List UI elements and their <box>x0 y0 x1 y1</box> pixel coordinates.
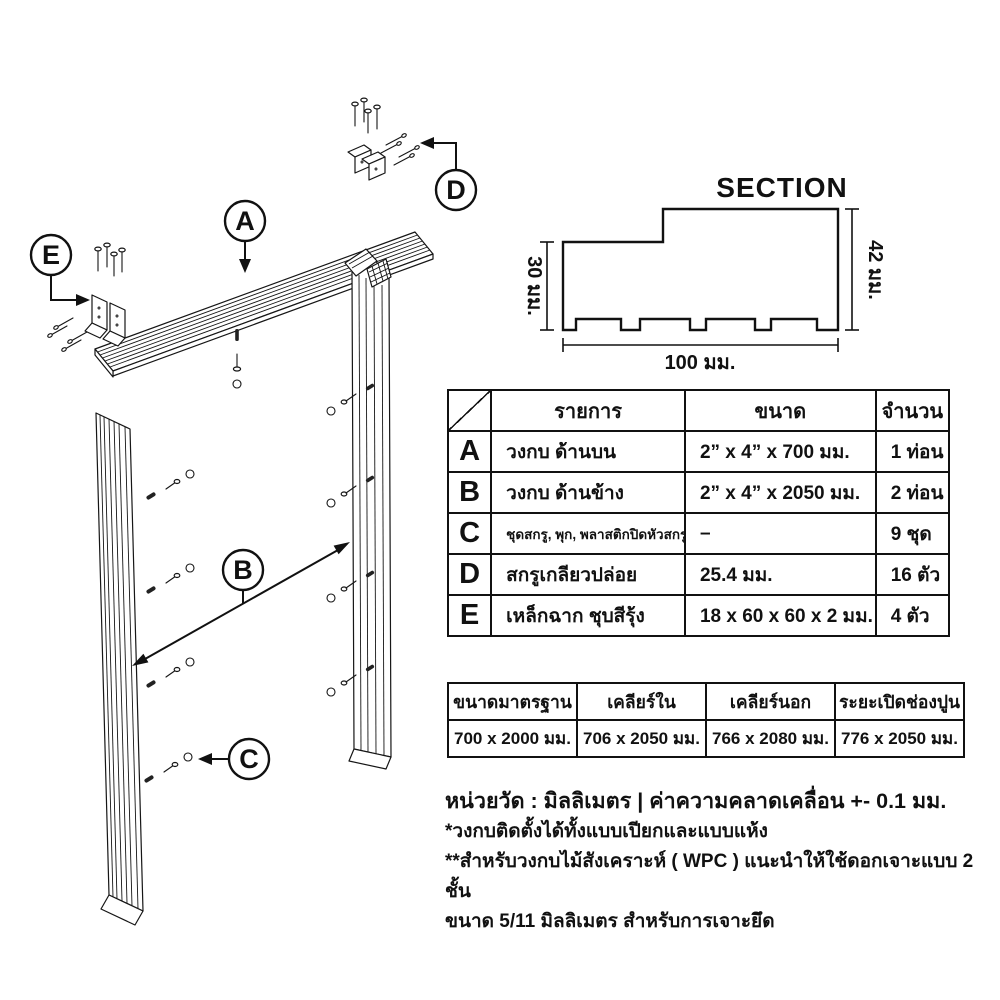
dimension-left: 30 มม. <box>523 241 554 331</box>
part-size: 18 x 60 x 60 x 2 มม. <box>683 594 877 637</box>
fastener-set <box>146 563 195 594</box>
header-qty: จำนวน <box>874 389 951 432</box>
part-size: 25.4 มม. <box>683 553 877 596</box>
bracket-set-e <box>47 242 126 352</box>
dims-value: 776 x 2050 มม. <box>834 719 965 758</box>
parts-header-row: รายการ ขนาด จำนวน <box>446 389 951 432</box>
part-qty: 4 ตัว <box>874 594 951 637</box>
header-item: รายการ <box>490 389 686 432</box>
fastener-set <box>326 475 375 508</box>
fastener-set <box>326 570 375 603</box>
note-drill-size: ขนาด 5/11 มิลลิเมตร สำหรับการเจาะยึด <box>445 911 775 932</box>
part-size: 2” x 4” x 700 มม. <box>683 430 877 473</box>
label-e-text: E <box>42 240 60 270</box>
part-key: C <box>446 512 493 555</box>
part-qty: 9 ชุด <box>874 512 951 555</box>
part-qty: 2 ท่อน <box>874 471 951 514</box>
fastener-sets-right <box>326 383 375 697</box>
label-c-text: C <box>239 744 259 774</box>
part-key: D <box>446 553 493 596</box>
label-a: A <box>223 199 267 273</box>
part-name: เหล็กฉาก ชุบสีรุ้ง <box>490 594 686 637</box>
section-title: SECTION <box>716 172 847 203</box>
label-d-text: D <box>446 175 466 205</box>
part-key: E <box>446 594 493 637</box>
dims-value-row: 700 x 2000 มม. 706 x 2050 มม. 766 x 2080… <box>447 719 965 758</box>
part-key: B <box>446 471 493 514</box>
notes: หน่วยวัด : มิลลิเมตร | ค่าความคลาดเคลื่อ… <box>445 786 975 937</box>
dim-bottom-text: 100 มม. <box>665 352 736 374</box>
dims-header: ระยะเปิดช่องปูน <box>834 682 965 721</box>
dims-header: เคลียร์ใน <box>576 682 707 721</box>
dims-value: 766 x 2080 มม. <box>705 719 836 758</box>
note-units: หน่วยวัด : มิลลิเมตร | ค่าความคลาดเคลื่อ… <box>445 789 947 813</box>
table-row: A วงกบ ด้านบน 2” x 4” x 700 มม. 1 ท่อน <box>446 430 951 473</box>
dim-right-text: 42 มม. <box>864 240 886 300</box>
part-qty: 1 ท่อน <box>874 430 951 473</box>
fastener-set <box>326 383 375 416</box>
section-profile <box>561 207 840 332</box>
fastener-set <box>144 752 193 783</box>
dims-header: ขนาดมาตรฐาน <box>447 682 578 721</box>
fastener-set-top <box>232 329 242 389</box>
label-a-text: A <box>235 206 255 236</box>
fastener-sets-left <box>144 469 195 783</box>
parts-table: รายการ ขนาด จำนวน A วงกบ ด้านบน 2” x 4” … <box>446 389 951 637</box>
label-b: B <box>132 542 350 666</box>
part-size: 2” x 4” x 2050 มม. <box>683 471 877 514</box>
table-row: E เหล็กฉาก ชุบสีรุ้ง 18 x 60 x 60 x 2 มม… <box>446 594 951 637</box>
dim-left-text: 30 มม. <box>523 256 545 316</box>
fastener-set <box>326 664 375 697</box>
diagonal-cell <box>446 389 493 432</box>
section-drawing: SECTION 100 มม. 42 มม. 30 มม. <box>523 172 886 374</box>
dimensions-table: ขนาดมาตรฐาน เคลียร์ใน เคลียร์นอก ระยะเปิ… <box>447 682 965 758</box>
dims-value: 706 x 2050 มม. <box>576 719 707 758</box>
dimension-right: 42 มม. <box>845 208 886 331</box>
part-key: A <box>446 430 493 473</box>
part-name: วงกบ ด้านบน <box>490 430 686 473</box>
note-install: *วงกบติดตั้งได้ทั้งแบบเปียกและแบบแห้ง <box>445 821 768 842</box>
part-qty: 16 ตัว <box>874 553 951 596</box>
label-e: E <box>29 233 90 306</box>
label-d: D <box>420 137 478 212</box>
table-row: C ชุดสกรู, พุก, พลาสติกปิดหัวสกรู – 9 ชุ… <box>446 512 951 555</box>
fastener-set <box>146 657 195 688</box>
dims-header-row: ขนาดมาตรฐาน เคลียร์ใน เคลียร์นอก ระยะเปิ… <box>447 682 965 721</box>
part-name: ชุดสกรู, พุก, พลาสติกปิดหัวสกรู <box>490 512 686 555</box>
part-size: – <box>683 512 877 555</box>
dims-header: เคลียร์นอก <box>705 682 836 721</box>
dimension-bottom: 100 มม. <box>562 338 839 374</box>
table-row: B วงกบ ด้านข้าง 2” x 4” x 2050 มม. 2 ท่อ… <box>446 471 951 514</box>
dims-value: 700 x 2000 มม. <box>447 719 578 758</box>
label-b-text: B <box>233 555 253 585</box>
header-size: ขนาด <box>683 389 877 432</box>
hatched-end-face <box>366 258 392 288</box>
table-row: D สกรูเกลียวปล่อย 25.4 มม. 16 ตัว <box>446 553 951 596</box>
exploded-diagram: A B C D <box>29 97 478 926</box>
label-c: C <box>198 737 271 781</box>
fastener-set <box>146 469 195 500</box>
note-wpc: **สำหรับวงกบไม้สังเคราะห์ ( WPC ) แนะนำใ… <box>445 851 974 902</box>
bracket-set-d <box>347 97 420 181</box>
part-name: สกรูเกลียวปล่อย <box>490 553 686 596</box>
part-b-left-post <box>95 412 144 926</box>
part-name: วงกบ ด้านข้าง <box>490 471 686 514</box>
part-b-right-post <box>344 248 392 770</box>
